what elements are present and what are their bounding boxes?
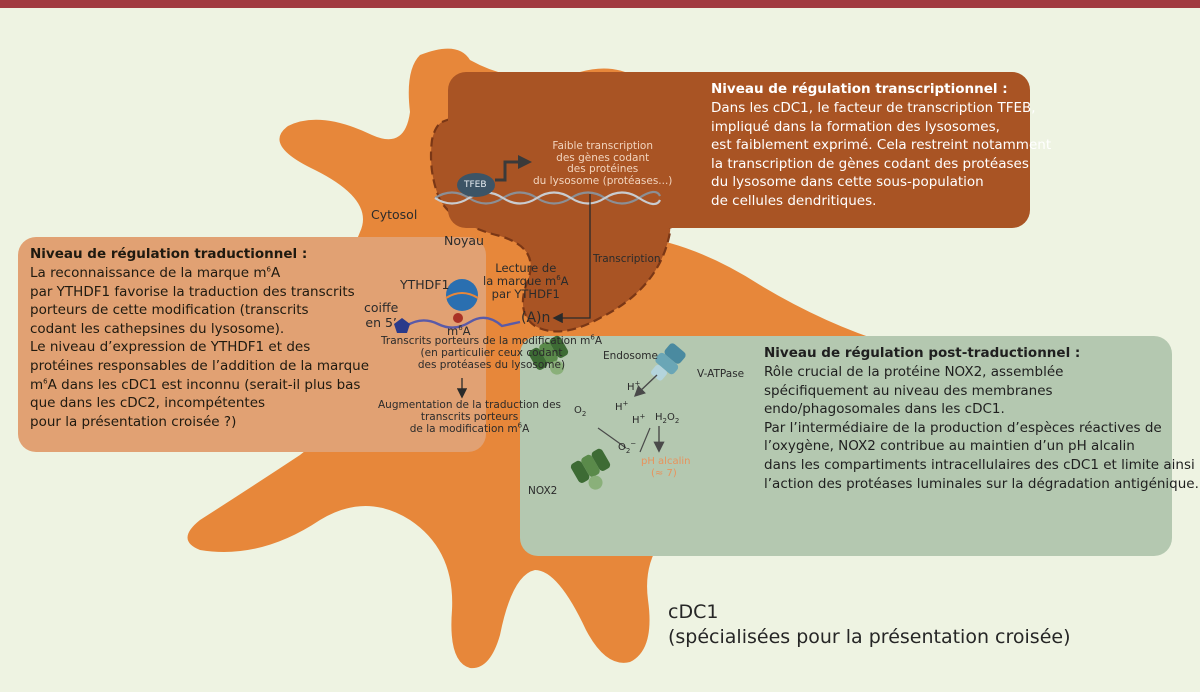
- transcription-box-line: Dans les cDC1, le facteur de transcripti…: [711, 100, 1036, 116]
- transcription-arrow: [495, 160, 520, 182]
- posttrad-box-title: Niveau de régulation post-traductionnel …: [764, 345, 1081, 361]
- reading-mark-label: Lecture de la marque m6A par YTHDF1: [483, 261, 569, 301]
- transcription-box-line: de cellules dendritiques.: [711, 192, 877, 209]
- increased-translation-label: Augmentation de la traduction des transc…: [378, 399, 562, 435]
- translation-box-line: La reconnaissance de la marque m6A: [30, 265, 281, 281]
- h2o2-label: H2O2: [655, 412, 680, 425]
- figure-caption: cDC1 (spécialisées pour la présentation …: [668, 600, 1070, 650]
- transcription-box-line: la transcription de gènes codant des pro…: [711, 155, 1029, 172]
- cap-label: coiffe en 5’: [364, 300, 399, 330]
- translation-box-line: Le niveau d’expression de YTHDF1 et des: [30, 339, 311, 356]
- caption-subtitle: (spécialisées pour la présentation crois…: [668, 626, 1071, 648]
- cap-icon: [394, 318, 410, 333]
- nucleus-label: Noyau: [444, 233, 484, 248]
- translation-box-title: Niveau de régulation traductionnel :: [30, 246, 308, 262]
- posttrad-box-line: spécifiquement au niveau des membranes: [764, 382, 1053, 399]
- transcription-label: Transcription: [593, 253, 661, 265]
- poly-a-label: (A)n: [521, 310, 551, 326]
- h-plus-label: H+: [632, 412, 646, 426]
- transcription-box-line: impliqué dans la formation des lysosomes…: [711, 118, 1000, 135]
- low-transcription-label: Faible transcription des gènes codant de…: [533, 140, 673, 187]
- ph-value-label: (≈ 7): [651, 468, 677, 479]
- transcription-box-line: du lysosome dans cette sous-population: [711, 174, 984, 191]
- ros-arrow: [597, 427, 627, 449]
- post-translation-regulation-box: Niveau de régulation post-traductionnel …: [520, 336, 1199, 556]
- h-plus-label: H+: [615, 399, 629, 413]
- nox2-label: NOX2: [528, 485, 558, 497]
- v-atpase-label: V-ATPase: [697, 368, 745, 380]
- transcription-box-line: est faiblement exprimé. Cela restreint n…: [711, 137, 1052, 154]
- o2-label: O2: [574, 405, 587, 418]
- translation-box-line: porteurs de cette modification (transcri…: [30, 302, 309, 319]
- transcription-box-title: Niveau de régulation transcriptionnel :: [711, 81, 1008, 97]
- translation-box-line: codant les cathepsines du lysosome).: [30, 320, 285, 337]
- translation-box-line: protéines responsables de l’addition de …: [30, 357, 370, 374]
- h-plus-label: H+: [627, 379, 641, 393]
- nox2-complex-bottom: [570, 448, 611, 490]
- nox2-complex-top: [528, 335, 569, 375]
- ythdf1-icon: [446, 279, 478, 311]
- cytosol-label: Cytosol: [371, 207, 418, 222]
- superoxide-label: O2−: [618, 439, 637, 455]
- posttrad-box-line: l’action des protéases luminales sur la …: [764, 475, 1199, 492]
- translation-box-line: m6A dans les cDC1 est inconnu (serait-il…: [30, 376, 361, 393]
- transcription-regulation-box: Niveau de régulation transcriptionnel : …: [448, 72, 1052, 228]
- posttrad-box-line: Rôle crucial de la protéine NOX2, assemb…: [764, 364, 1064, 380]
- dna-strand: [434, 190, 662, 205]
- transcription-line: [552, 194, 591, 324]
- ph-alkaline-label: pH alcalin: [641, 456, 691, 467]
- translation-regulation-box: Niveau de régulation traductionnel : La …: [18, 237, 486, 452]
- posttrad-box-line: endo/phagosomales dans les cDC1.: [764, 401, 1005, 418]
- tfeb-icon: [457, 173, 495, 197]
- m6a-transcripts-label: Transcrits porteurs de la modification m…: [381, 333, 602, 371]
- posttrad-box-line: dans les compartiments intracellulaires …: [764, 456, 1195, 473]
- mrna-strand: [405, 316, 521, 329]
- posttrad-box-line: l’oxygène, NOX2 contribue au maintien d’…: [764, 438, 1135, 455]
- posttrad-box-line: Par l’intermédiaire de la production d’e…: [764, 419, 1162, 436]
- translation-box-line: par YTHDF1 favorise la traduction des tr…: [30, 283, 355, 300]
- ythdf1-label: YTHDF1: [400, 277, 450, 292]
- endosome-label: Endosome: [603, 350, 658, 362]
- translation-box-line: pour la présentation croisée ?): [30, 413, 237, 430]
- m6a-dot: [453, 313, 463, 323]
- top-bar: [0, 0, 1200, 8]
- tfeb-label: TFEB: [464, 180, 487, 190]
- m6a-label: m6A: [447, 324, 471, 338]
- caption-title: cDC1: [668, 601, 719, 623]
- translation-box-line: que dans les cDC2, incompétentes: [30, 395, 266, 412]
